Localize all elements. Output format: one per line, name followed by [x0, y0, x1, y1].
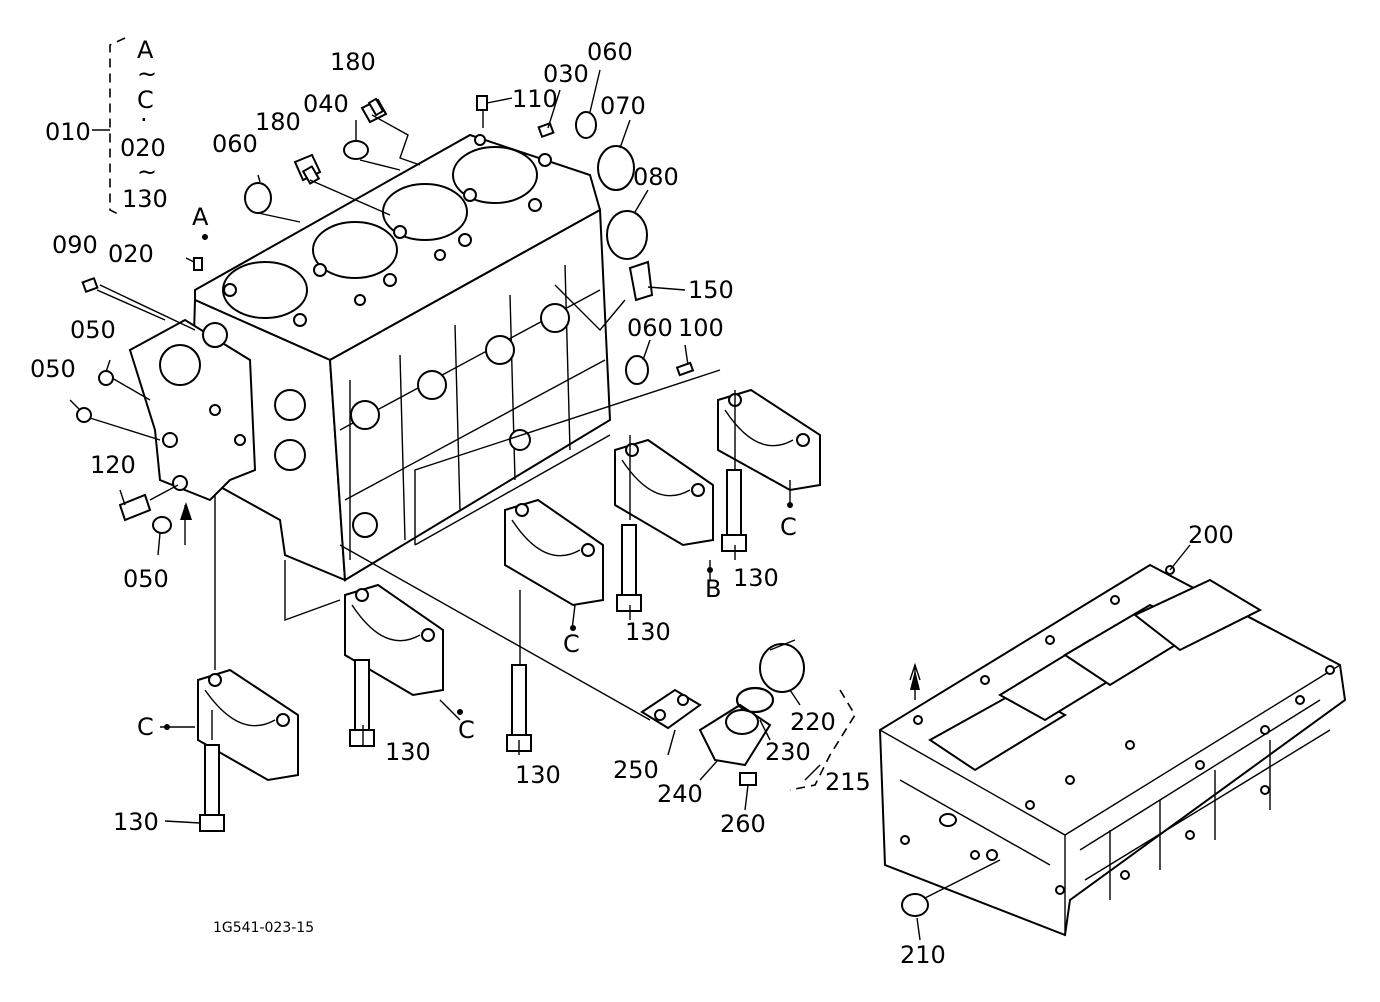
part-label-250: 250: [613, 756, 659, 784]
part-label-060: 060: [212, 130, 258, 158]
part-label-030: 030: [543, 60, 589, 88]
part-label-150: 150: [688, 276, 734, 304]
part-label-260: 260: [720, 810, 766, 838]
arrow-markers: [180, 502, 920, 690]
bracket-range-bottom-to: 130: [122, 185, 168, 213]
part-label-040: 040: [303, 90, 349, 118]
part-label-220: 220: [790, 708, 836, 736]
part-label-100: 100: [678, 314, 724, 342]
bracket-range-top-to: C: [137, 86, 154, 114]
range-bracket: 010 A ~ C · 020 ~ 130: [45, 36, 168, 216]
part-label-180: 180: [330, 48, 376, 76]
bracket-range-top-from: A: [137, 36, 154, 64]
part-label-215: 215: [825, 768, 871, 796]
part-label-070: 070: [600, 92, 646, 120]
part-label-200: 200: [1188, 521, 1234, 549]
bracket-number: 010: [45, 118, 91, 146]
part-label-130: 130: [733, 564, 779, 592]
part-label-180: 180: [255, 108, 301, 136]
part-label-230: 230: [765, 738, 811, 766]
main-bearing-cap-c-3: [504, 498, 604, 607]
part-label-060: 060: [587, 38, 633, 66]
ref-letter-c: C: [458, 716, 475, 744]
part-label-130: 130: [385, 738, 431, 766]
small-parts: [76, 95, 929, 917]
cylinder-block: [128, 133, 612, 582]
part-label-050: 050: [123, 565, 169, 593]
ref-letter-c: C: [563, 630, 580, 658]
ref-letter-a: A: [192, 203, 209, 231]
leader-lines: [69, 69, 1191, 941]
oil-pan: [878, 563, 1347, 937]
part-label-130: 130: [625, 618, 671, 646]
bracket-tilde-1: ~: [137, 60, 157, 88]
part-label-110: 110: [512, 85, 558, 113]
ref-letter-c: C: [137, 713, 154, 741]
bracket-tilde-2: ~: [137, 158, 157, 186]
part-labels: 180 180 040 110 030 060 070 060 080 090 …: [30, 38, 1234, 969]
cap-bolts: [199, 469, 747, 832]
reference-letters: A B C C C C: [137, 203, 797, 744]
part-label-240: 240: [657, 780, 703, 808]
part-label-050: 050: [30, 355, 76, 383]
part-label-080: 080: [633, 163, 679, 191]
main-bearing-cap-b: [614, 438, 714, 547]
main-bearing-cap-c-front: [197, 668, 299, 782]
ref-letter-c: C: [780, 513, 797, 541]
part-label-050: 050: [70, 316, 116, 344]
part-label-060: 060: [627, 314, 673, 342]
drawing-reference: 1G541-023-15: [213, 920, 314, 936]
part-label-130: 130: [113, 808, 159, 836]
bracket-dot: ·: [140, 106, 148, 134]
part-label-120: 120: [90, 451, 136, 479]
part-label-130: 130: [515, 761, 561, 789]
part-label-090: 090: [52, 231, 98, 259]
part-label-020: 020: [108, 240, 154, 268]
ref-letter-b: B: [705, 575, 721, 603]
bracket-range-bottom-from: 020: [120, 134, 166, 162]
part-label-210: 210: [900, 941, 946, 969]
